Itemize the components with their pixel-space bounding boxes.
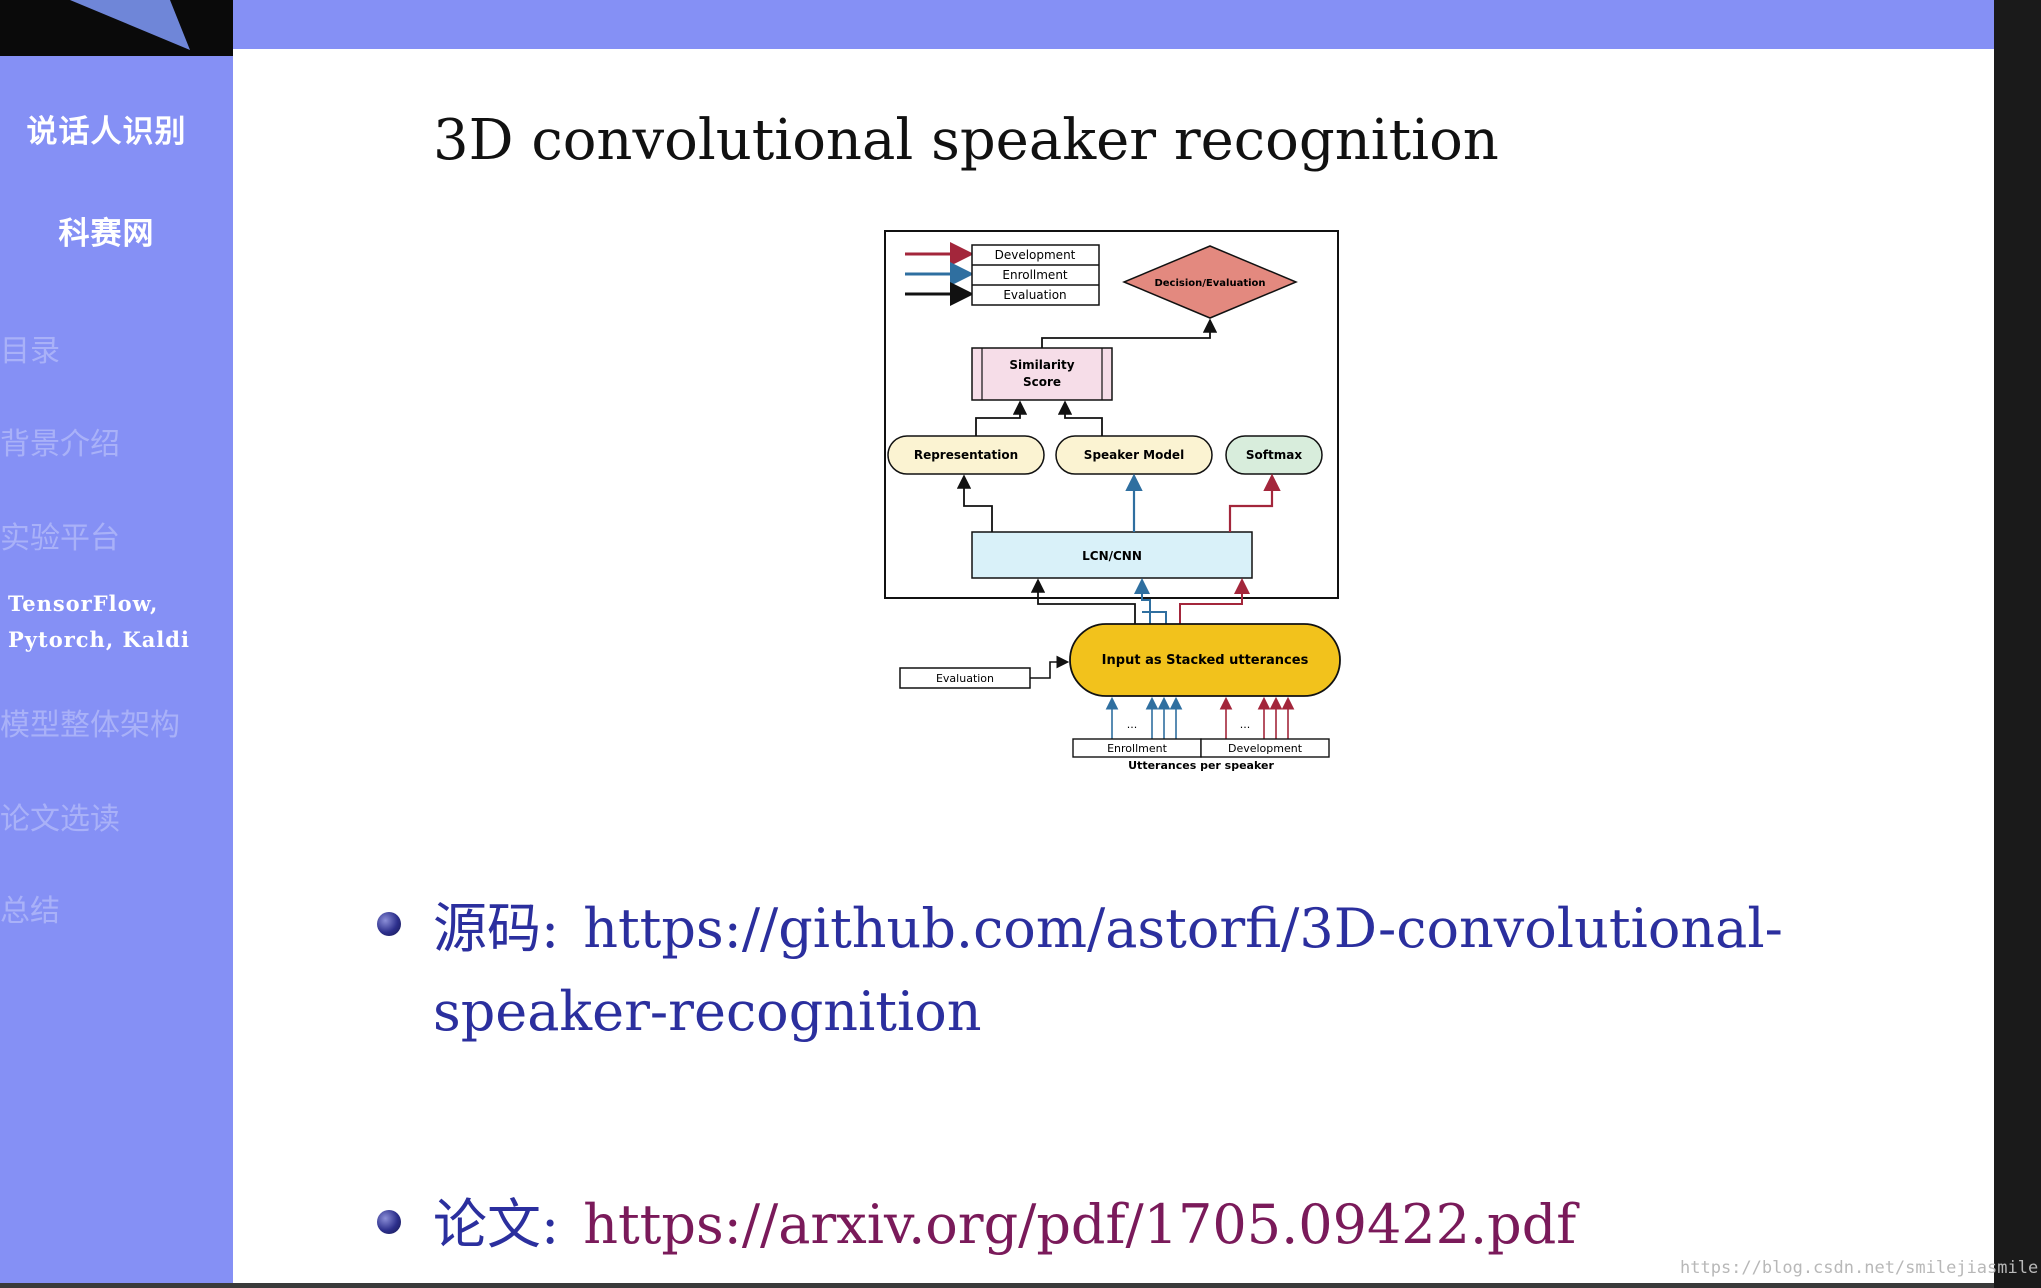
speaker-model-label: Speaker Model — [1084, 448, 1184, 462]
utterances-caption: Utterances per speaker — [1128, 759, 1274, 772]
sidebar-item-architecture[interactable]: 模型整体架构 — [0, 708, 180, 743]
bullet-paper: 论文: https://arxiv.org/pdf/1705.09422.pdf — [433, 1180, 1576, 1259]
source-link-continuation-line: speaker-recognition — [433, 980, 982, 1043]
sidebar-item-summary[interactable]: 总结 — [0, 894, 60, 929]
decision-label: Decision/Evaluation — [1154, 278, 1265, 289]
source-link-continuation[interactable]: speaker-recognition — [433, 980, 982, 1043]
similarity-score-box — [971, 347, 1113, 401]
softmax-label: Softmax — [1246, 448, 1302, 462]
corner-decoration — [0, 0, 233, 56]
paper-label: 论文: — [433, 1193, 560, 1256]
development-dots: ... — [1240, 718, 1251, 731]
diagram-legend: Development Enrollment Evaluation — [905, 242, 1100, 306]
slide-title: 3D convolutional speaker recognition — [433, 108, 1499, 173]
source-label: 源码: — [433, 897, 560, 960]
platform-line-2: Pytorch, Kaldi — [8, 627, 190, 652]
paper-link[interactable]: https://arxiv.org/pdf/1705.09422.pdf — [583, 1193, 1577, 1256]
architecture-diagram: Development Enrollment Evaluation Decisi… — [880, 226, 1360, 790]
development-utterances-box — [1200, 738, 1330, 758]
source-link[interactable]: https://github.com/astorfi/3D-convolutio… — [583, 897, 1783, 960]
legend-enrollment: Enrollment — [1002, 268, 1068, 282]
sidebar-item-background[interactable]: 背景介绍 — [0, 427, 120, 462]
representation-label: Representation — [914, 448, 1018, 462]
similarity-label-1: Similarity — [1009, 358, 1074, 372]
watermark: https://blog.csdn.net/smilejiasmile — [1680, 1258, 2039, 1278]
sidebar-subtitle: 科赛网 — [58, 216, 155, 252]
sidebar-item-contents[interactable]: 目录 — [0, 334, 60, 369]
bullet-source: 源码: https://github.com/astorfi/3D-convolu… — [433, 884, 1783, 963]
evaluation-box-label: Evaluation — [936, 672, 994, 685]
sidebar-platform-list: TensorFlow, Pytorch, Kaldi — [8, 586, 190, 658]
top-bar — [233, 0, 1994, 49]
enrollment-dots: ... — [1127, 718, 1138, 731]
sidebar: 说话人识别 科赛网 目录 背景介绍 实验平台 TensorFlow, Pytor… — [0, 56, 233, 1288]
decision-diamond — [1122, 245, 1298, 319]
input-label: Input as Stacked utterances — [1102, 653, 1309, 668]
sidebar-item-platform[interactable]: 实验平台 — [0, 521, 120, 556]
window-right-edge — [1994, 0, 2041, 1288]
legend-evaluation: Evaluation — [1003, 288, 1066, 302]
platform-line-1: TensorFlow, — [8, 591, 159, 616]
legend-development: Development — [995, 248, 1076, 262]
lcn-cnn-label: LCN/CNN — [1082, 549, 1142, 563]
bullet-icon — [377, 912, 401, 936]
sidebar-title: 说话人识别 — [26, 114, 187, 150]
bullet-icon — [377, 1210, 401, 1234]
development-utterances-label: Development — [1228, 742, 1303, 755]
diagram-frame — [884, 230, 1339, 599]
representation-node — [887, 435, 1045, 475]
enrollment-utterances-label: Enrollment — [1107, 742, 1167, 755]
similarity-label-2: Score — [1023, 375, 1061, 389]
window-bottom-edge — [0, 1283, 1994, 1288]
input-node — [1069, 623, 1341, 697]
lcn-cnn-block — [971, 531, 1253, 579]
sidebar-item-papers[interactable]: 论文选读 — [0, 802, 120, 837]
